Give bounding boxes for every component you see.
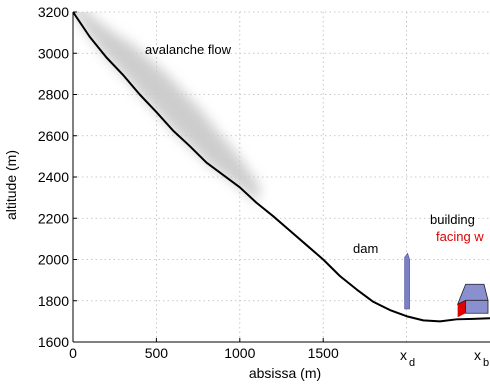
xd-subscript: d	[409, 357, 415, 369]
x-tick-label: 1500	[308, 345, 339, 361]
y-tick-label: 3000	[38, 45, 69, 61]
y-tick-label: 2000	[38, 252, 69, 268]
y-tick-label: 1600	[38, 334, 69, 350]
y-tick-label: 2400	[38, 169, 69, 185]
x-tick-label: 500	[145, 345, 169, 361]
dam-annotation: dam	[353, 241, 378, 256]
xb-label: x	[474, 347, 481, 363]
facing-annotation: facing w	[436, 229, 484, 244]
y-tick-label: 2200	[38, 210, 69, 226]
x-axis-title: absissa (m)	[249, 365, 321, 381]
terrain-profile-line	[73, 12, 490, 323]
building-wall	[465, 299, 489, 314]
building-facing-wall	[457, 300, 466, 318]
building-roof	[456, 283, 489, 306]
avalanche-flow-band	[73, 12, 261, 203]
x-tick-label: 1000	[224, 345, 255, 361]
xb-subscript: b	[483, 357, 489, 369]
dam-shape	[404, 252, 410, 310]
building-annotation: building	[430, 212, 475, 227]
y-tick-label: 1800	[38, 293, 69, 309]
x-tick-label: 0	[69, 345, 77, 361]
flow-annotation: avalanche flow	[145, 42, 232, 57]
axes	[72, 11, 490, 343]
avalanche-flow-region	[73, 12, 261, 203]
features-layer	[404, 252, 489, 318]
y-tick-label: 2600	[38, 128, 69, 144]
y-tick-label: 2800	[38, 87, 69, 103]
series-layer	[73, 12, 490, 323]
xd-label: x	[400, 347, 407, 363]
tick-labels: 1600 1800 2000 2200 2400 2600 2800 3000 3200 0 500…	[38, 4, 339, 361]
y-axis-title: altitude (m)	[3, 150, 19, 220]
y-tick-label: 3200	[38, 4, 69, 20]
